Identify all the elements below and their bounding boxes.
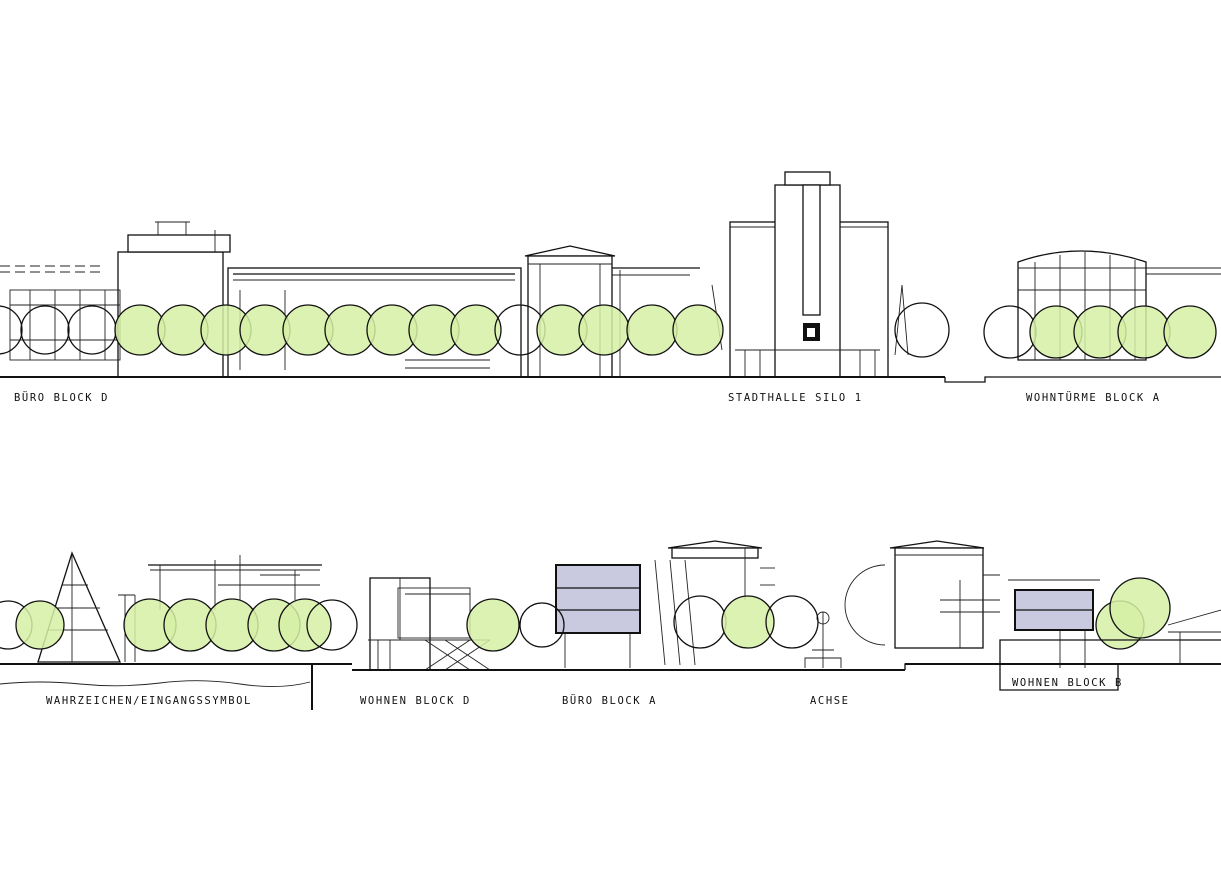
stadthalle-silo-building [729, 171, 909, 378]
tree-canopy [672, 304, 724, 356]
upper-street-elevation: BÜRO BLOCK D STADTHALLE SILO 1 WOHNTÜRME… [0, 171, 1221, 404]
label-wohntuerme-block-a: WOHNTÜRME BLOCK A [1026, 391, 1161, 404]
left-building-complex [148, 555, 322, 610]
tree-canopy [0, 305, 23, 355]
label-achse: ACHSE [810, 695, 850, 707]
upper-tree-row [0, 302, 1217, 359]
tree-canopy [721, 595, 775, 649]
upper-ground-line [0, 359, 1221, 383]
tree-canopy [15, 600, 65, 650]
tree-canopy [450, 304, 502, 356]
tree-canopy [519, 602, 565, 648]
tree-canopy [20, 305, 70, 355]
tree-canopy [306, 599, 358, 651]
label-buero-block-a: BÜRO BLOCK A [562, 694, 657, 707]
tree-canopy [1117, 305, 1171, 359]
achse-marker [804, 611, 842, 668]
tree-canopy [466, 598, 520, 652]
tree-canopy [578, 304, 630, 356]
label-wahrzeichen: WAHRZEICHEN/EINGANGSSYMBOL [46, 695, 252, 707]
lower-street-elevation: WAHRZEICHEN/EINGANGSSYMBOL WOHNEN BLOCK … [0, 540, 1221, 710]
label-wohnen-block-d: WOHNEN BLOCK D [360, 695, 471, 707]
label-buero-block-d: BÜRO BLOCK D [14, 391, 109, 404]
tree-canopy [278, 598, 332, 652]
tree-canopy [67, 305, 117, 355]
label-wohnen-block-b: WOHNEN BLOCK B [1012, 677, 1123, 689]
tree-canopy [673, 595, 727, 649]
tree-canopy [894, 302, 950, 358]
wohnen-block-b-building [844, 540, 1221, 668]
buero-block-a-building [555, 540, 775, 668]
tree-canopy [765, 595, 819, 649]
label-stadthalle-silo: STADTHALLE SILO 1 [728, 392, 863, 404]
tree-canopy [1163, 305, 1217, 359]
tree-canopy [626, 304, 678, 356]
lower-tree-row [0, 577, 1171, 652]
lower-ground-line [0, 639, 1221, 710]
tree-canopy [1109, 577, 1171, 639]
left-dashed-edge [0, 265, 100, 273]
